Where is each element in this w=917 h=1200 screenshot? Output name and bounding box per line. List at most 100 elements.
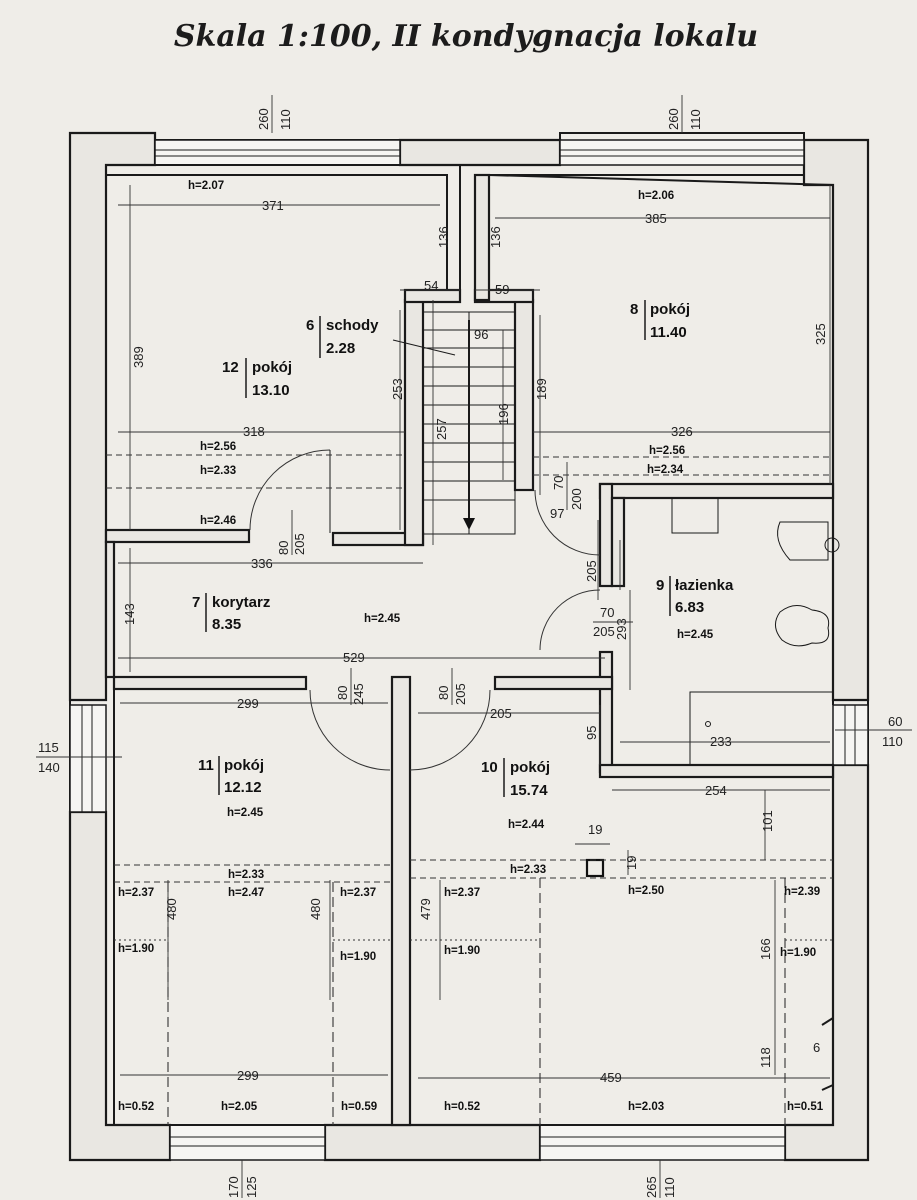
dim-233: 233 (710, 734, 732, 749)
window-bl-height: 125 (244, 1176, 259, 1198)
outer-wall-outline (69, 132, 869, 1161)
dim-389: 389 (131, 346, 146, 368)
svg-text:2.28: 2.28 (326, 340, 355, 357)
svg-text:h=2.45: h=2.45 (677, 629, 714, 641)
plan-title: Skala 1:100, II kondygnacja lokalu (174, 19, 758, 54)
dim-318: 318 (243, 424, 265, 439)
svg-text:h=0.51: h=0.51 (787, 1101, 824, 1113)
svg-text:h=2.37: h=2.37 (444, 887, 480, 899)
svg-text:h=2.37: h=2.37 (118, 887, 154, 899)
svg-text:h=0.59: h=0.59 (341, 1101, 377, 1113)
svg-text:łazienka: łazienka (675, 577, 734, 594)
dim-196: 196 (496, 403, 511, 425)
dim-293: 293 (614, 618, 629, 640)
svg-text:h=2.56: h=2.56 (649, 445, 685, 457)
dim-205-bath: 205 (584, 560, 599, 582)
door9-height: 205 (593, 624, 615, 639)
bathroom-fixtures (671, 497, 840, 766)
window-dimension-labels: 260 110 260 110 115 140 60 110 170 125 2… (36, 95, 912, 1198)
dim-326: 326 (671, 424, 693, 439)
svg-text:h=2.37: h=2.37 (340, 887, 376, 899)
svg-text:h=2.56: h=2.56 (200, 441, 236, 453)
door-arc-10 (409, 689, 491, 771)
svg-text:9: 9 (656, 577, 664, 594)
dim-95: 95 (584, 726, 599, 740)
dim-6: 6 (813, 1040, 820, 1055)
dim-480-left: 480 (164, 898, 179, 920)
svg-text:pokój: pokój (224, 757, 264, 774)
bathtub (689, 691, 834, 766)
window-top-right (559, 139, 805, 166)
interior-walls (104, 164, 835, 1127)
window-right-width: 60 (888, 714, 902, 729)
door11-height: 245 (351, 683, 366, 705)
svg-text:h=2.47: h=2.47 (228, 887, 264, 899)
svg-text:h=2.06: h=2.06 (638, 190, 674, 202)
door12-height: 205 (292, 533, 307, 555)
dim-96: 96 (474, 327, 488, 342)
windows (69, 139, 869, 1161)
door12-width: 80 (276, 541, 291, 555)
dim-325: 325 (813, 323, 828, 345)
dim-19-side: 19 (624, 856, 639, 870)
svg-text:h=2.33: h=2.33 (228, 869, 264, 881)
door10-width: 80 (436, 686, 451, 700)
window-left-width: 115 (38, 740, 59, 755)
dim-166: 166 (758, 938, 773, 960)
svg-text:korytarz: korytarz (212, 594, 270, 611)
window-bl-width: 170 (226, 1176, 241, 1198)
window-left (69, 704, 107, 813)
svg-text:h=0.52: h=0.52 (444, 1101, 480, 1113)
svg-text:h=2.46: h=2.46 (200, 515, 236, 527)
toilet (777, 521, 829, 561)
dim-189: 189 (534, 378, 549, 400)
door-arc-9 (539, 589, 601, 651)
wall-block-s (323, 1123, 542, 1162)
door8-width: 70 (551, 476, 566, 490)
window-tr-height: 110 (688, 109, 703, 130)
svg-text:h=2.45: h=2.45 (364, 613, 401, 625)
room-9-label: 9 łazienka 6.83 (656, 576, 734, 616)
room-7-label: 7 korytarz 8.35 (192, 593, 270, 633)
window-right-height: 110 (882, 734, 903, 749)
svg-text:12.12: 12.12 (224, 779, 262, 796)
svg-text:h=1.90: h=1.90 (118, 943, 154, 955)
door9-width: 70 (600, 605, 614, 620)
svg-text:h=2.44: h=2.44 (508, 819, 545, 831)
dim-336: 336 (251, 556, 273, 571)
door-arc-12 (249, 449, 331, 531)
door-arc-11 (309, 689, 391, 771)
door10-height: 205 (453, 683, 468, 705)
room-labels: 12 pokój 13.10 6 schody 2.28 8 pokój 11.… (192, 300, 734, 799)
height-labels: h=2.07 h=2.06 h=2.56 h=2.33 h=2.46 h=2.5… (118, 180, 824, 1113)
svg-text:h=1.90: h=1.90 (444, 945, 480, 957)
svg-text:10: 10 (481, 759, 498, 776)
svg-text:pokój: pokój (510, 759, 550, 776)
window-br-height: 110 (662, 1177, 677, 1198)
svg-text:h=2.39: h=2.39 (784, 886, 820, 898)
dim-480-right: 480 (308, 898, 323, 920)
svg-text:h=2.33: h=2.33 (200, 465, 236, 477)
window-bottom-left (169, 1124, 326, 1161)
svg-text:6.83: 6.83 (675, 599, 704, 616)
svg-text:h=0.52: h=0.52 (118, 1101, 154, 1113)
dim-118: 118 (758, 1047, 773, 1068)
dim-136-left: 136 (436, 226, 451, 248)
stair-arrow-head (463, 518, 475, 530)
svg-text:pokój: pokój (650, 301, 690, 318)
dim-143: 143 (122, 603, 137, 625)
dimension-lines (118, 185, 831, 1079)
dim-299-bottom: 299 (237, 1068, 259, 1083)
svg-text:h=1.90: h=1.90 (340, 951, 376, 963)
dimension-labels: 371 385 136 136 54 59 96 389 253 257 196… (122, 198, 828, 1085)
door-arc-8 (534, 489, 601, 556)
svg-text:h=1.90: h=1.90 (780, 947, 816, 959)
svg-text:7: 7 (192, 594, 200, 611)
window-left-height: 140 (38, 760, 60, 775)
svg-text:h=2.45: h=2.45 (227, 807, 264, 819)
room-10-label: 10 pokój 15.74 (481, 758, 550, 799)
wall-block-ne (802, 138, 870, 702)
window-tr-width: 260 (666, 108, 681, 130)
room-8-label: 8 pokój 11.40 (630, 300, 690, 341)
